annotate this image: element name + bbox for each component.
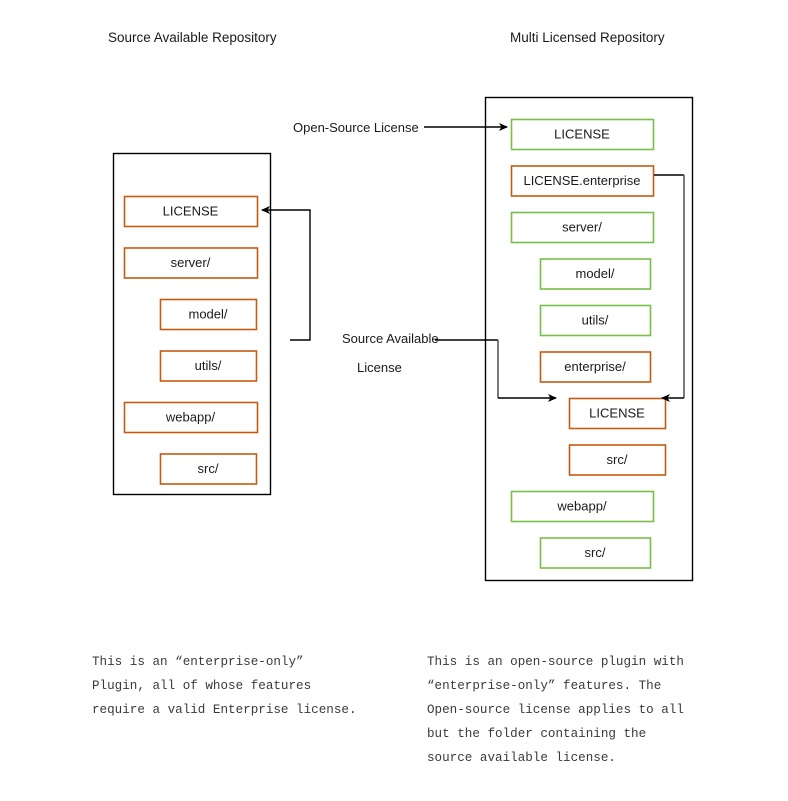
right-repo-node-label: enterprise/ [564,359,626,374]
edge-label-open-source-license: Open-Source License [293,120,419,135]
left-repo-node-group: LICENSE server/model/utils/webapp/src/ [123,195,259,485]
right-repo-node-utils[interactable] [539,304,652,337]
right-repo-node-label: LICENSE.enterprise [523,173,640,188]
edge-label-source-available-line1: Source Available [342,331,439,346]
right-repo-node-group: LICENSE LICENSE.enterprise server/model/ut… [510,118,667,569]
right-repo-node-label: src/ [607,452,628,467]
right-repo-node-enterprise[interactable] [539,351,652,383]
right-repo-node-label: server/ [562,219,602,234]
left-repo-node-label: src/ [198,461,219,476]
right-repo-node-license[interactable] [510,118,655,151]
left-repo-node-label: server/ [171,255,211,270]
right-repo-node-server[interactable] [510,211,655,244]
left-repo-node-model[interactable] [159,298,258,331]
left-repo-node-label: model/ [188,306,227,321]
right-repo-node-label: LICENSE [554,126,610,141]
left-repo-node-label: webapp/ [165,409,216,424]
left-repo-node-label: utils/ [195,358,222,373]
left-repo-node-server[interactable] [123,247,259,279]
right-repo-node-label: LICENSE [589,405,645,420]
right-caption: This is an open-source plugin with “ente… [427,655,684,765]
left-repo-title: Source Available Repository [108,30,277,45]
left-repo-node-utils[interactable] [159,350,258,382]
right-repo-node-src[interactable] [568,444,667,476]
connector-source-available-to-left-license [261,206,311,341]
right-repo-node-label: model/ [575,266,614,281]
left-caption: This is an “enter­prise-only” Plugin, al… [92,655,357,717]
left-repo-node-license[interactable] [123,195,259,228]
right-repo-title: Multi Licensed Repository [510,30,665,45]
right-repo-node-label: src/ [585,545,606,560]
right-repo-node-src[interactable] [539,537,652,569]
right-repo-node-license-enterprise[interactable] [510,165,655,197]
right-repo-node-license[interactable] [568,397,667,430]
left-repo-node-label: LICENSE [163,203,219,218]
left-repo-node-webapp[interactable] [123,401,259,434]
right-repo-node-model[interactable] [539,258,652,290]
right-repo-node-label: webapp/ [556,498,607,513]
left-repo-node-src[interactable] [159,453,258,485]
right-repo-node-webapp[interactable] [510,490,655,523]
edge-label-source-available-line2: License [357,360,402,375]
right-repo-node-label: utils/ [582,312,609,327]
